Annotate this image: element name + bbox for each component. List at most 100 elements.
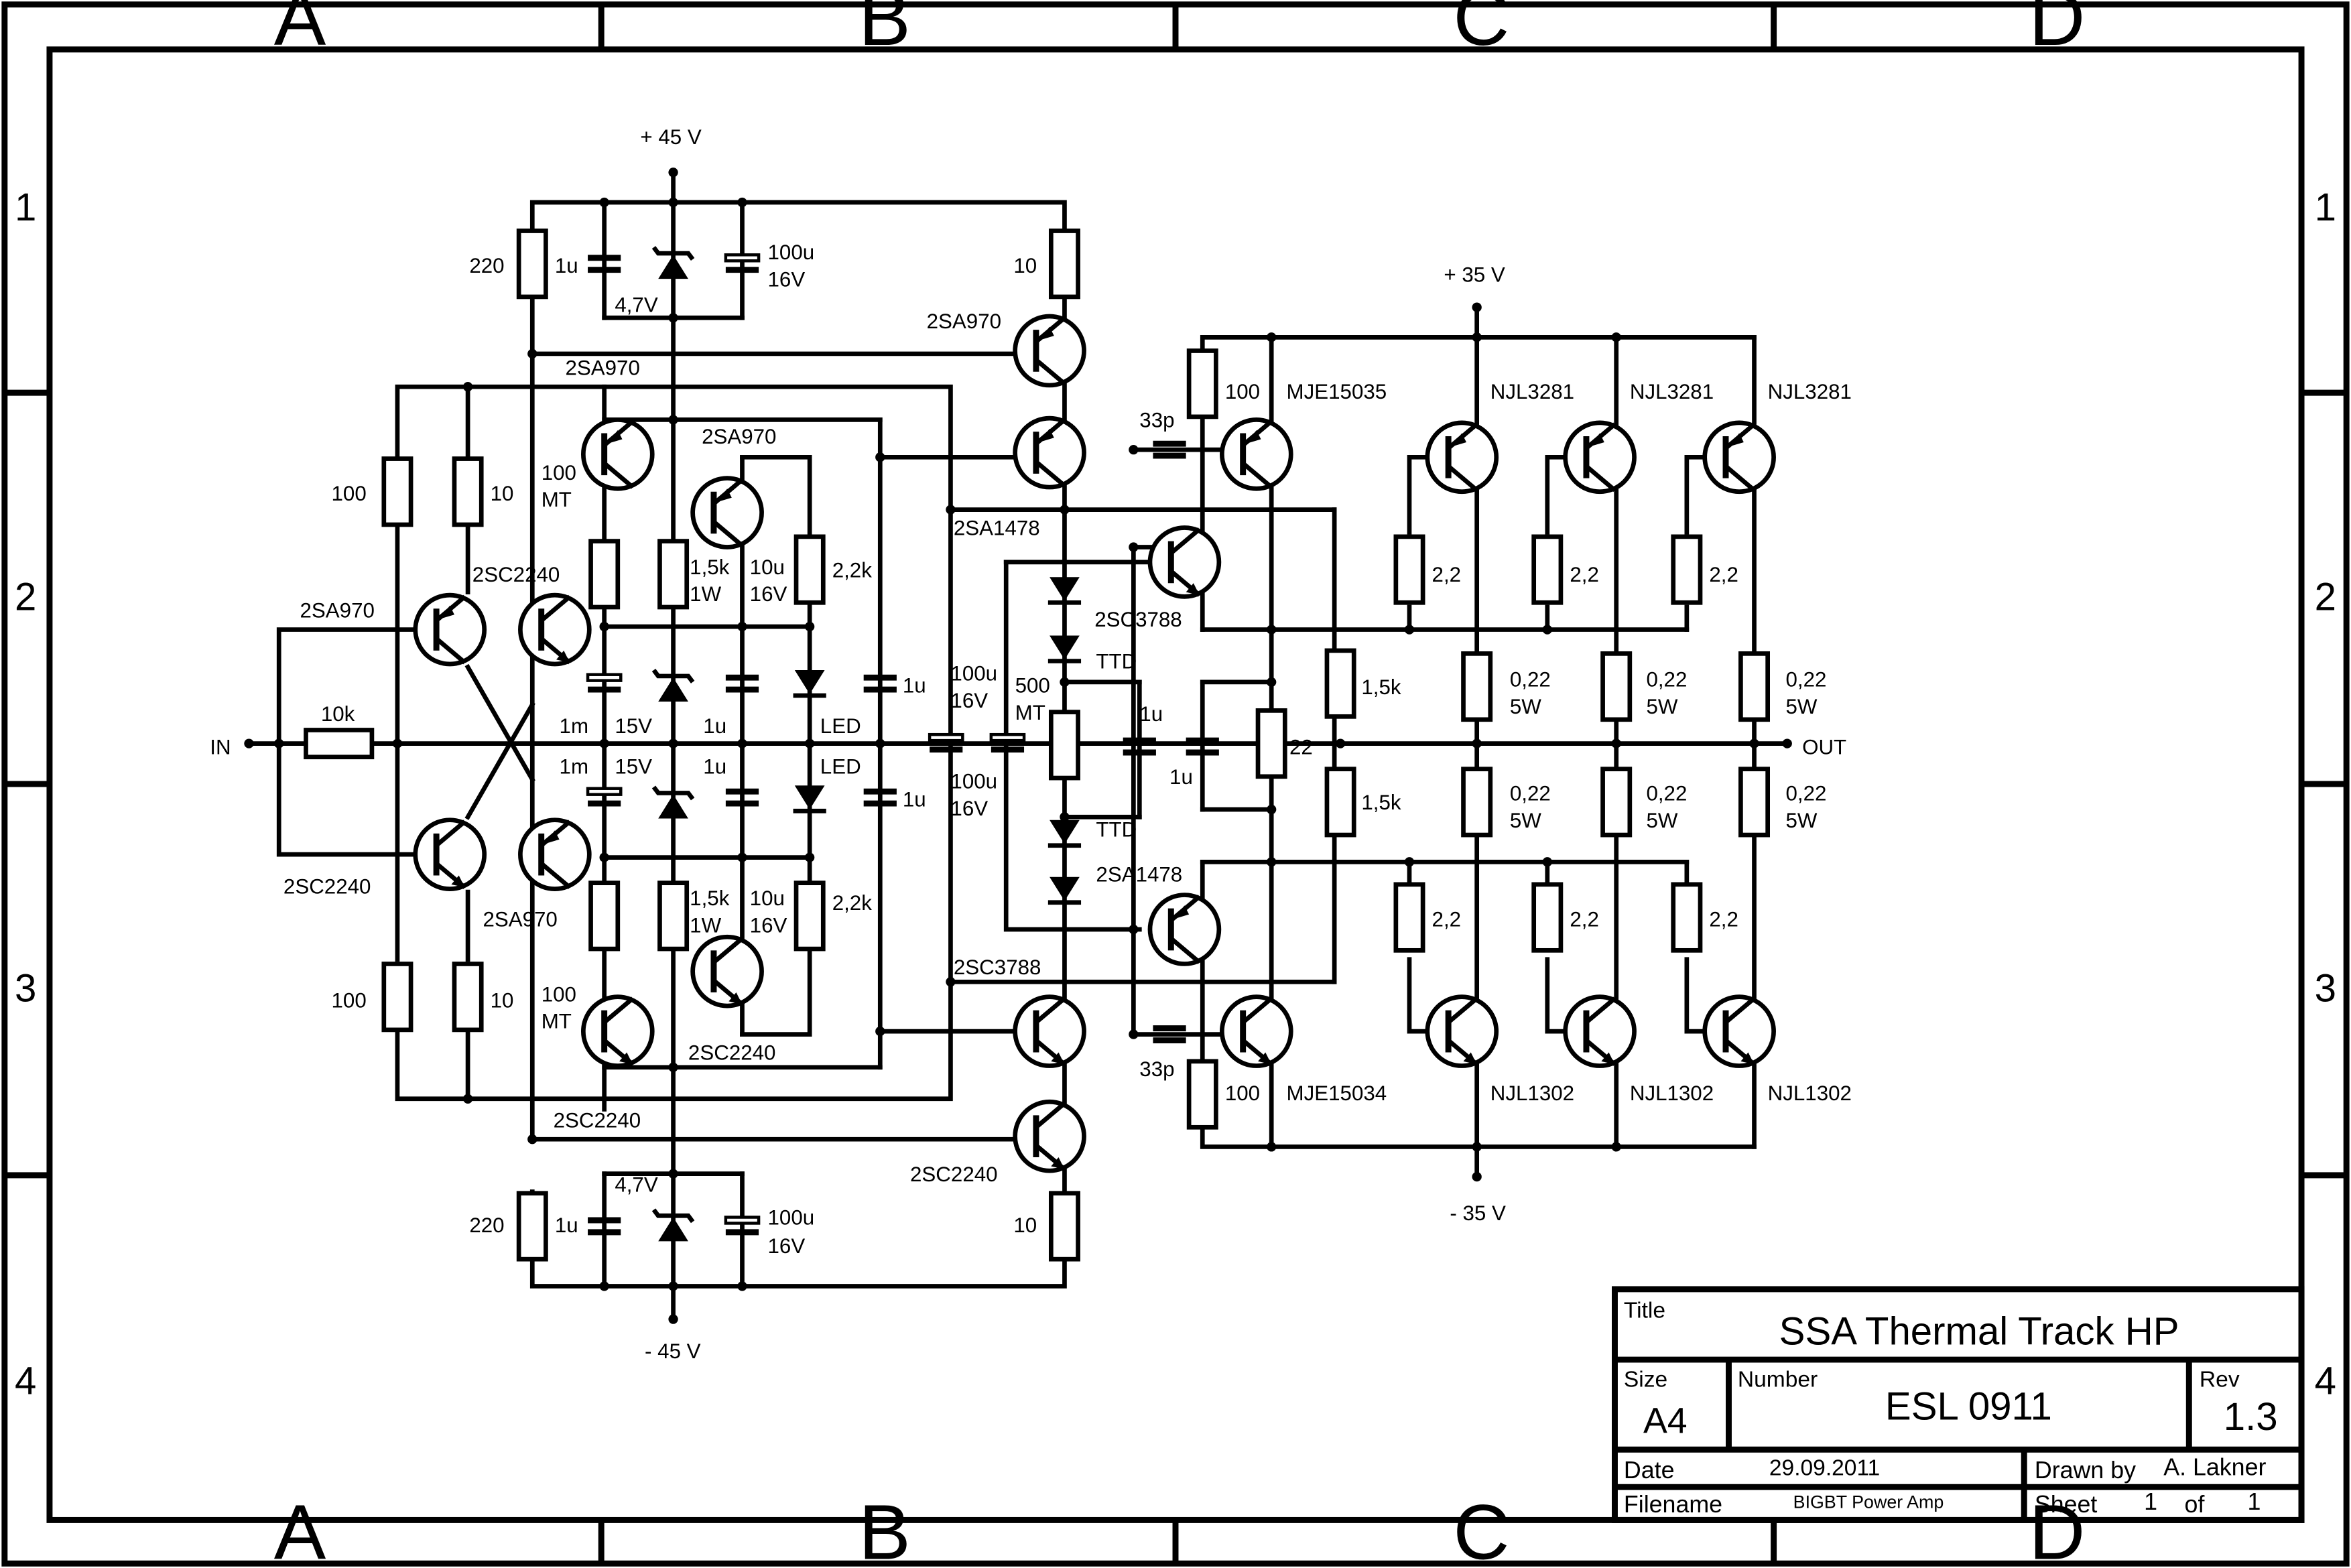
label-2sc2240-bot-r: 2SC2240	[910, 1163, 998, 1186]
filename-label: Filename	[1624, 1491, 1722, 1518]
component-labels: 220 1u 4,7V 100u 16V 10 2SA970 2SA970 2S…	[283, 241, 1852, 1258]
zone-col-b-bottom: B	[859, 1489, 911, 1568]
label-re-n1-w: 5W	[1510, 809, 1541, 832]
label-c100u-bot-v: 16V	[768, 1234, 806, 1258]
label-r220-top: 220	[469, 254, 504, 277]
label-c10u-top: 10u	[750, 556, 785, 579]
label-r22k-top: 2,2k	[832, 558, 873, 582]
label-r100-drv-top: 100	[1225, 380, 1260, 403]
label-r15k-1w-top: 1,5k	[690, 556, 730, 579]
label-c1u-b2: 1u	[703, 714, 726, 738]
label-r100-drv-bot: 100	[1225, 1082, 1260, 1105]
zone-col-a-top: A	[274, 0, 326, 62]
label-z15-top: 15V	[615, 714, 652, 738]
zone-col-c-top: C	[1453, 0, 1509, 62]
label-re-n2: 0,22	[1646, 782, 1687, 805]
label-c1u-top: 1u	[555, 254, 578, 277]
label-r100mt-bot-mt: MT	[542, 1010, 572, 1033]
label-re-n1: 0,22	[1510, 782, 1551, 805]
rail-minus-45v: - 45 V	[645, 1340, 701, 1363]
label-z15-bot: 15V	[615, 755, 652, 778]
label-c100u-c-bot-v: 16V	[950, 797, 988, 820]
zone-row-4-right: 4	[2315, 1359, 2336, 1402]
label-r100mt-top-mt: MT	[542, 488, 572, 511]
label-re-n3-w: 5W	[1785, 809, 1817, 832]
label-re-p2-w: 5W	[1646, 695, 1677, 718]
label-led-top: LED	[820, 714, 861, 738]
label-r15k-top: 1,5k	[1361, 675, 1401, 699]
label-r10-bot: 10	[1013, 1214, 1037, 1237]
rail-labels: + 45 V - 45 V + 35 V - 35 V IN OUT	[210, 125, 1846, 1363]
zone-row-4-left: 4	[15, 1359, 36, 1402]
label-z47-top: 4,7V	[615, 293, 658, 316]
zone-row-3-left: 3	[15, 966, 36, 1010]
label-re-n2-w: 5W	[1646, 809, 1677, 832]
label-2sa1478-bot: 2SA1478	[1096, 862, 1182, 886]
rev-label: Rev	[2200, 1367, 2240, 1392]
size-label: Size	[1624, 1367, 1667, 1392]
size-value: A4	[1643, 1401, 1688, 1441]
label-r100mt-bot: 100	[542, 982, 576, 1006]
zone-row-2-left: 2	[15, 575, 36, 618]
label-njl3281-1: NJL3281	[1490, 380, 1574, 403]
label-c1u-b3r: 1u	[903, 788, 926, 811]
label-c1m-bot: 1m	[560, 755, 588, 778]
number-value: ESL 0911	[1885, 1385, 2052, 1429]
zone-row-2-right: 2	[2315, 575, 2336, 618]
label-r22-n2: 2,2	[1570, 908, 1599, 931]
label-2sc3788-top: 2SC3788	[1094, 608, 1182, 631]
label-r500mt-mt: MT	[1015, 701, 1045, 724]
output-label: OUT	[1802, 735, 1846, 759]
label-c10u-bot-v: 16V	[750, 913, 787, 937]
label-r10k-in: 10k	[321, 702, 355, 726]
label-mje15034: MJE15034	[1287, 1082, 1387, 1105]
zone-col-a-bottom: A	[274, 1489, 326, 1568]
label-r22k-bot: 2,2k	[832, 891, 873, 915]
zone-col-b-top: B	[859, 0, 911, 62]
label-r15k-1w-bot: 1,5k	[690, 887, 730, 910]
label-r15k-1w-bot-w: 1W	[690, 913, 721, 937]
zone-col-d-top: D	[2029, 0, 2085, 62]
title-label: Title	[1624, 1298, 1665, 1323]
label-r15k-bot: 1,5k	[1361, 791, 1401, 814]
label-c100u-c-top-v: 16V	[950, 689, 988, 712]
label-c1m-top: 1m	[560, 714, 588, 738]
of-value: 1	[2248, 1488, 2261, 1515]
sheet-label: Sheet	[2035, 1491, 2098, 1518]
input-label: IN	[210, 735, 231, 759]
label-2sa970-in: 2SA970	[300, 599, 375, 623]
label-re-p2: 0,22	[1646, 668, 1687, 692]
label-njl3281-3: NJL3281	[1768, 380, 1852, 403]
label-c100u-top-v: 16V	[768, 267, 806, 291]
label-c33p-bot: 33p	[1139, 1057, 1174, 1081]
label-r10-a3: 10	[491, 988, 514, 1012]
label-njl3281-2: NJL3281	[1630, 380, 1714, 403]
label-re-n3: 0,22	[1785, 782, 1826, 805]
drawn-by-value: A. Lakner	[2163, 1453, 2266, 1480]
date-label: Date	[1624, 1457, 1675, 1484]
label-c10u-bot: 10u	[750, 887, 785, 910]
title-block: Title SSA Thermal Track HP Size A4 Numbe…	[1611, 1286, 2305, 1523]
label-r10-top: 10	[1013, 254, 1037, 277]
label-led-bot: LED	[820, 755, 861, 778]
label-2sa970-top-l: 2SA970	[566, 356, 640, 379]
label-c100u-bot: 100u	[768, 1206, 815, 1230]
label-mje15035: MJE15035	[1287, 380, 1387, 403]
label-r22-p2: 2,2	[1570, 563, 1599, 586]
label-r22-p3: 2,2	[1709, 563, 1738, 586]
label-2sc2240-mid: 2SC2240	[688, 1041, 776, 1065]
drawn-by-label: Drawn by	[2035, 1457, 2136, 1484]
label-r500mt: 500	[1015, 674, 1050, 698]
label-njl1302-1: NJL1302	[1490, 1082, 1574, 1105]
zone-col-d-bottom: D	[2029, 1489, 2085, 1568]
label-njl1302-2: NJL1302	[1630, 1082, 1714, 1105]
label-z47-bot: 4,7V	[615, 1173, 658, 1196]
label-c10u-top-v: 16V	[750, 582, 787, 606]
label-c1u-b2r: 1u	[903, 674, 926, 698]
rail-plus-45v: + 45 V	[640, 125, 701, 149]
title-text: SSA Thermal Track HP	[1779, 1310, 2179, 1354]
sheet-value: 1	[2144, 1488, 2157, 1515]
rev-value: 1.3	[2224, 1395, 2278, 1439]
